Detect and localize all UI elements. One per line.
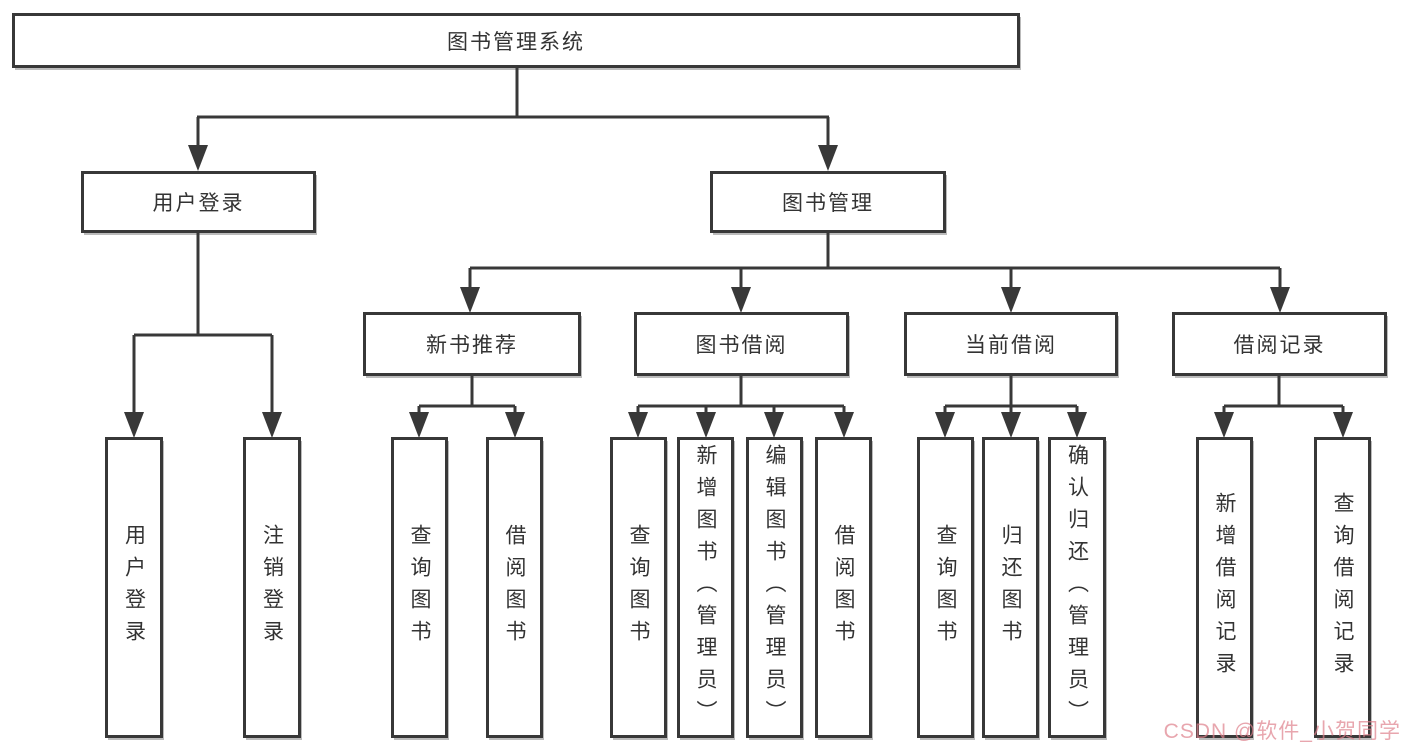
leaf-bb-add-books-admin: 新增图书（管理员） — [677, 437, 734, 738]
node-label: 图书借阅 — [695, 334, 788, 357]
leaf-label: 编辑图书（管理员） — [763, 443, 786, 732]
leaf-label: 查询图书 — [934, 523, 957, 652]
leaf-logout: 注销登录 — [243, 437, 301, 738]
node-book-management: 图书管理 — [710, 171, 946, 233]
node-label: 借阅记录 — [1233, 334, 1326, 357]
leaf-label: 查询借阅记录 — [1331, 491, 1354, 684]
leaf-label: 用户登录 — [122, 523, 146, 652]
leaf-cb-confirm-return-admin: 确认归还（管理员） — [1048, 437, 1106, 738]
leaf-label: 查询图书 — [408, 523, 431, 652]
root-node-label: 图书管理系统 — [447, 30, 585, 54]
leaf-br-add-record: 新增借阅记录 — [1196, 437, 1253, 738]
node-label: 当前借阅 — [965, 334, 1057, 357]
leaf-user-login: 用户登录 — [105, 437, 163, 738]
node-borrowing-records: 借阅记录 — [1172, 312, 1387, 376]
leaf-label: 借阅图书 — [503, 523, 526, 652]
node-book-borrowing: 图书借阅 — [634, 312, 849, 376]
root-node-library-system: 图书管理系统 — [12, 13, 1020, 68]
leaf-nb-borrow-books: 借阅图书 — [486, 437, 543, 738]
leaf-label: 借阅图书 — [832, 523, 855, 652]
node-user-login: 用户登录 — [81, 171, 316, 233]
leaf-bb-edit-books-admin: 编辑图书（管理员） — [746, 437, 803, 738]
leaf-bb-borrow-books: 借阅图书 — [815, 437, 872, 738]
node-label: 图书管理 — [782, 192, 874, 215]
leaf-cb-query-books: 查询图书 — [917, 437, 974, 738]
arrowhead-icons — [124, 145, 1353, 438]
tree-edges — [132, 68, 1345, 415]
node-label: 用户登录 — [152, 192, 245, 215]
leaf-label: 归还图书 — [999, 523, 1022, 652]
leaf-bb-query-books: 查询图书 — [610, 437, 667, 738]
leaf-label: 新增图书（管理员） — [694, 443, 717, 732]
leaf-br-query-record: 查询借阅记录 — [1314, 437, 1371, 738]
leaf-label: 确认归还（管理员） — [1065, 443, 1089, 732]
node-new-book-recommend: 新书推荐 — [363, 312, 581, 376]
node-current-borrowing: 当前借阅 — [904, 312, 1118, 376]
leaf-nb-query-books: 查询图书 — [391, 437, 448, 738]
leaf-cb-return-books: 归还图书 — [982, 437, 1039, 738]
leaf-label: 查询图书 — [627, 523, 650, 652]
leaf-label: 新增借阅记录 — [1213, 491, 1236, 684]
node-label: 新书推荐 — [426, 334, 518, 357]
leaf-label: 注销登录 — [260, 523, 284, 652]
